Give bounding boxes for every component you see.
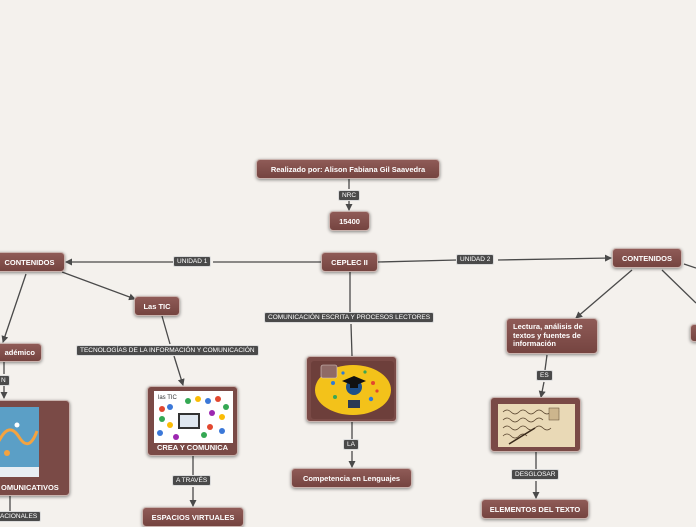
connector-tecnologias-crea: [173, 355, 185, 386]
contenidos-left-node[interactable]: CONTENIDOS: [0, 252, 65, 272]
comunicacion-label[interactable]: COMUNICACIÓN ESCRITA Y PROCESOS LECTORES: [264, 312, 435, 323]
tic-header-text: las TIC: [158, 395, 178, 401]
unidad1-label[interactable]: UNIDAD 1: [173, 256, 212, 267]
connector-contenidos-lectura: [575, 269, 633, 319]
connector-tic-tecnologias: [161, 315, 171, 345]
comunicativos-caption: OMUNICATIVOS: [1, 483, 59, 492]
connector-contenidos-offscreen: [661, 269, 696, 304]
competencia-node[interactable]: Competencia en Lenguajes: [291, 468, 412, 488]
globe-image-node[interactable]: [306, 356, 397, 422]
crea-caption: CREA Y COMUNICA: [156, 443, 229, 452]
desglosar-label[interactable]: DESGLOSAR: [511, 469, 560, 480]
las-tic-node[interactable]: Las TIC: [134, 296, 180, 316]
connector-comunicacion-globe: [350, 323, 353, 357]
lectura-node[interactable]: Lectura, análisis de textos y fuentes de…: [506, 318, 598, 354]
connector-es-handwriting: [538, 381, 546, 398]
connector-contenidos-academico: [1, 273, 27, 343]
offscreen-node[interactable]: [690, 324, 696, 342]
graduation-globe-icon: [311, 361, 394, 419]
connector-unidad2-contenidos: [497, 254, 612, 262]
academico-node[interactable]: adémico: [0, 343, 42, 362]
acionales-label[interactable]: ACIONALES: [0, 511, 42, 522]
comunicativos-image-node[interactable]: OMUNICATIVOS: [0, 400, 70, 496]
crea-image-node[interactable]: las TIC CREA Y COMUNICA: [147, 386, 238, 456]
elementos-texto-node[interactable]: ELEMENTOS DEL TEXTO: [481, 499, 589, 519]
nrc-value-node[interactable]: 15400: [329, 211, 370, 231]
author-node[interactable]: Realizado por: Alison Fabiana Gil Saaved…: [256, 159, 440, 179]
connector-offscreen-2: [683, 263, 696, 269]
unidad2-label[interactable]: UNIDAD 2: [456, 254, 495, 265]
tecnologias-label[interactable]: TECNOLOGÍAS DE LA INFORMACIÓN Y COMUNICA…: [76, 345, 259, 356]
es-label[interactable]: ES: [536, 370, 553, 381]
connector-contenidos-tic: [61, 271, 136, 301]
handwriting-image: [498, 404, 575, 447]
nrc-label[interactable]: NRC: [338, 190, 361, 201]
n-partial-label[interactable]: N: [0, 375, 10, 386]
connector-center-unidad2: [377, 259, 458, 263]
espacios-virtuales-node[interactable]: ESPACIOS VIRTUALES: [142, 507, 244, 527]
book-image: [0, 407, 39, 477]
handwriting-image-node[interactable]: [490, 397, 581, 452]
contenidos-right-node[interactable]: CONTENIDOS: [612, 248, 682, 268]
a-traves-label[interactable]: A TRAVÉS: [172, 475, 212, 486]
connector-lectura-es: [544, 354, 548, 371]
center-node[interactable]: CEPLEC II: [321, 252, 378, 272]
tic-collage-image: las TIC: [154, 391, 233, 443]
la-label[interactable]: LA: [343, 439, 359, 450]
